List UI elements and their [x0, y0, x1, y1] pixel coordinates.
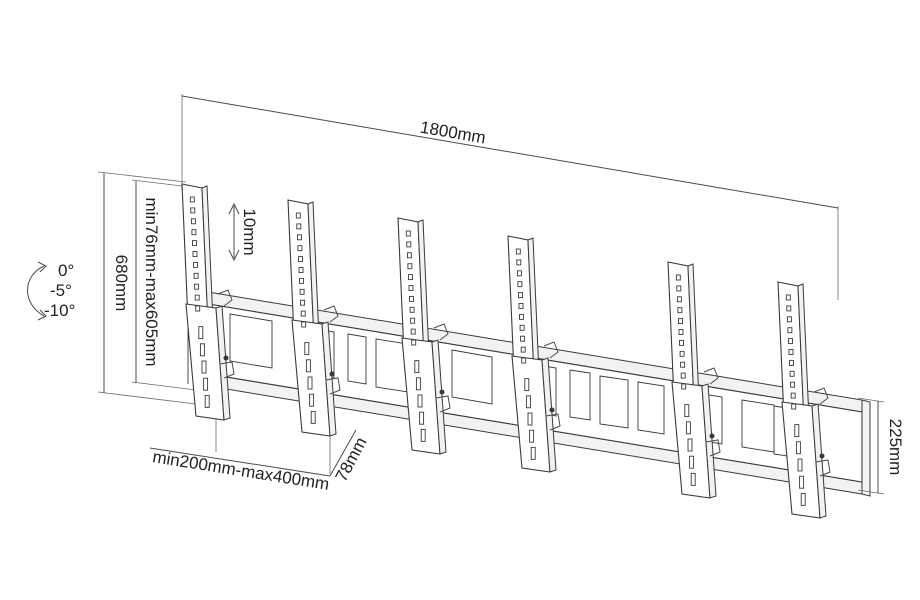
arm-bracket	[397, 217, 451, 455]
arm-bracket	[667, 261, 721, 499]
tilt-angle-10: -10°	[44, 301, 75, 320]
arm-bracket	[287, 199, 341, 437]
label-arm-adjust: min76mm-max605mm	[142, 197, 161, 366]
arm-bracket	[181, 183, 235, 421]
label-depth: 78mm	[332, 434, 371, 485]
arm-bracket	[507, 235, 561, 473]
label-height: 680mm	[112, 255, 131, 312]
tilt-angle-0: 0°	[58, 261, 74, 280]
dimension-tilt-step: 10mm	[228, 202, 259, 262]
label-rail-height: 225mm	[886, 419, 905, 476]
dimension-rail-height: 225mm	[857, 397, 905, 495]
tilt-angle-5: -5°	[50, 281, 72, 300]
label-tilt-step: 10mm	[240, 208, 259, 255]
tilt-angle-indicator: 0° -5° -10°	[27, 261, 75, 321]
dimension-height: 680mm	[97, 171, 213, 407]
arms-group	[181, 183, 831, 519]
arm-bracket	[777, 281, 831, 519]
label-arm-spacing: min200mm-max400mm	[151, 447, 330, 494]
tilt-arrow-icon	[27, 265, 45, 317]
dimension-depth: 78mm	[329, 429, 371, 485]
label-total-width: 1800mm	[419, 118, 487, 148]
